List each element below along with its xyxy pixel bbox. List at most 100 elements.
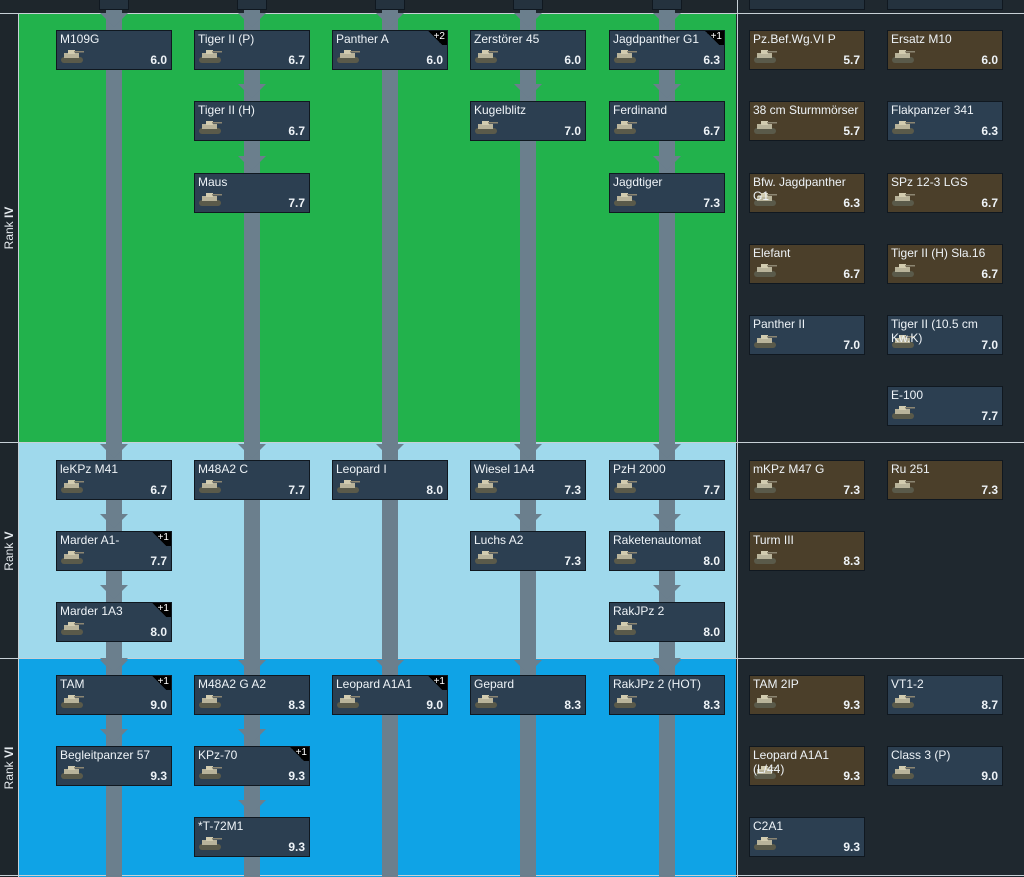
vehicle-name: KPz-70 [198,748,238,762]
vehicle-name: TAM 2IP [753,677,799,691]
vehicle-name: Maus [198,175,228,189]
arrow-head [514,84,542,98]
vehicle-name: mKPz M47 G [753,462,825,476]
vehicle-name: Marder A1- [60,533,120,547]
tank-icon [199,766,222,779]
group-count-badge: +1 [700,31,724,45]
vehicle-name: Raketenautomat [613,533,702,547]
battle-rating: 7.3 [981,483,998,497]
group-count-badge: +1 [147,532,171,546]
battle-rating: 6.0 [981,53,998,67]
vehicle-card[interactable]: Tiger II (H)6.7 [194,101,310,141]
battle-rating: 7.0 [981,338,998,352]
vehicle-card[interactable]: RakJPz 2 (HOT)8.3 [609,675,725,715]
vehicle-name: PzH 2000 [613,462,666,476]
vehicle-card[interactable]: Tiger II (P)6.7 [194,30,310,70]
vehicle-card[interactable]: Leopard A1A1 (L/44)9.3 [749,746,865,786]
rank-v-column: Rank V [0,443,19,658]
vehicle-card[interactable]: Panther II 7.0 [749,315,865,355]
battle-rating: 8.0 [426,483,443,497]
tank-icon [199,50,222,63]
battle-rating: 5.7 [843,124,860,138]
line-column-0 [106,0,122,877]
battle-rating: 9.0 [426,698,443,712]
arrow-head [238,800,266,814]
vehicle-card[interactable]: Tiger II (10.5 cm Kw.K)7.0 [887,315,1003,355]
tank-icon [61,766,84,779]
battle-rating: 9.3 [150,769,167,783]
battle-rating: 9.0 [150,698,167,712]
previous-card-stub [513,0,543,10]
group-count: +1 [157,676,169,687]
vehicle-name: Luchs A2 [474,533,524,547]
tank-icon [475,551,498,564]
vehicle-name: RakJPz 2 (HOT) [613,677,702,691]
vehicle-name: Marder 1A3 [60,604,123,618]
tank-icon [892,264,915,277]
battle-rating: 9.3 [843,769,860,783]
vehicle-card[interactable]: Marder A1-7.7+1 [56,531,172,571]
battle-rating: 6.7 [150,483,167,497]
arrow-head [100,658,128,672]
vehicle-name: Wiesel 1A4 [474,462,535,476]
tank-icon [61,695,84,708]
arrow-head [653,585,681,599]
tank-icon [61,50,84,63]
tank-icon [892,335,915,348]
vehicle-name: Panther II [753,317,806,331]
vehicle-card[interactable]: Class 3 (P)9.0 [887,746,1003,786]
divider-top [0,13,1024,14]
group-count: +1 [710,31,722,42]
tank-icon [892,480,915,493]
vehicle-name: Flakpanzer 341 [891,103,974,117]
battle-rating: 9.3 [843,840,860,854]
tank-icon [614,480,637,493]
battle-rating: 5.7 [843,53,860,67]
arrow-head [653,13,681,27]
group-count: +2 [433,31,445,42]
arrow-head [238,156,266,170]
tank-icon [754,766,777,779]
battle-rating: 7.0 [843,338,860,352]
arrow-head [376,444,404,458]
